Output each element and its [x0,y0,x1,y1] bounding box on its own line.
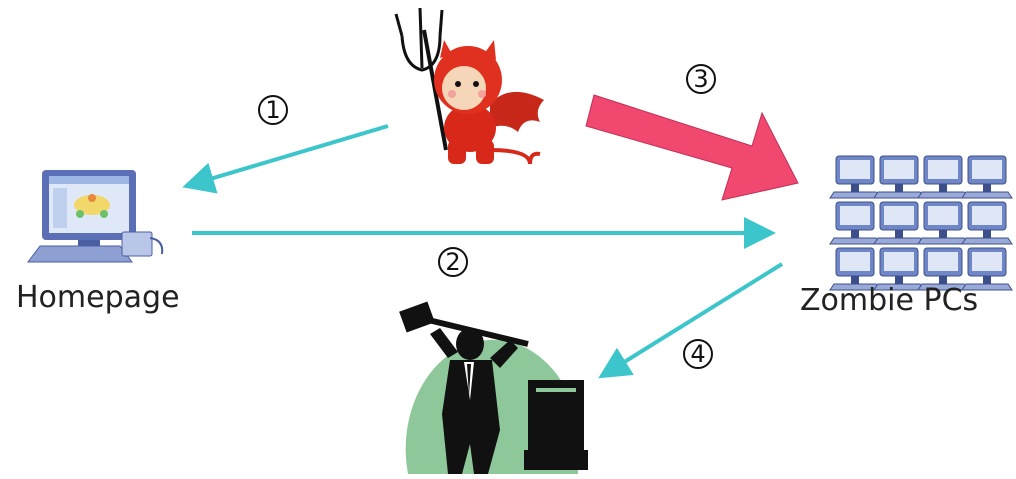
step-4-marker: 4 [683,339,713,369]
step-1-marker: 1 [258,95,288,125]
zombie-pc-icon [917,247,969,291]
zombie-pc-icon [961,201,1013,245]
zombie-pc-icon [961,155,1013,199]
zombie-pc-icon [829,201,881,245]
homepage-computer-icon [27,170,164,263]
zombie-pcs-label: Zombie PCs [800,283,979,318]
zombie-pc-icon [829,247,881,291]
zombie-pc-icon [829,155,881,199]
arrow-step-3 [585,94,799,201]
zombie-pc-icon [917,155,969,199]
zombie-pc-icon [961,247,1013,291]
victim-server-icon [399,301,588,474]
zombie-pc-icon [873,201,925,245]
zombie-pc-icon [873,155,925,199]
zombie-pcs-icon [829,155,1013,291]
arrow-step-1 [182,124,389,194]
arrow-step-4 [598,262,784,379]
devil-attacker-icon [394,7,544,165]
step-2-marker: 2 [438,247,468,277]
homepage-label: Homepage [16,280,180,315]
zombie-pc-icon [917,201,969,245]
step-3-marker: 3 [686,64,716,94]
